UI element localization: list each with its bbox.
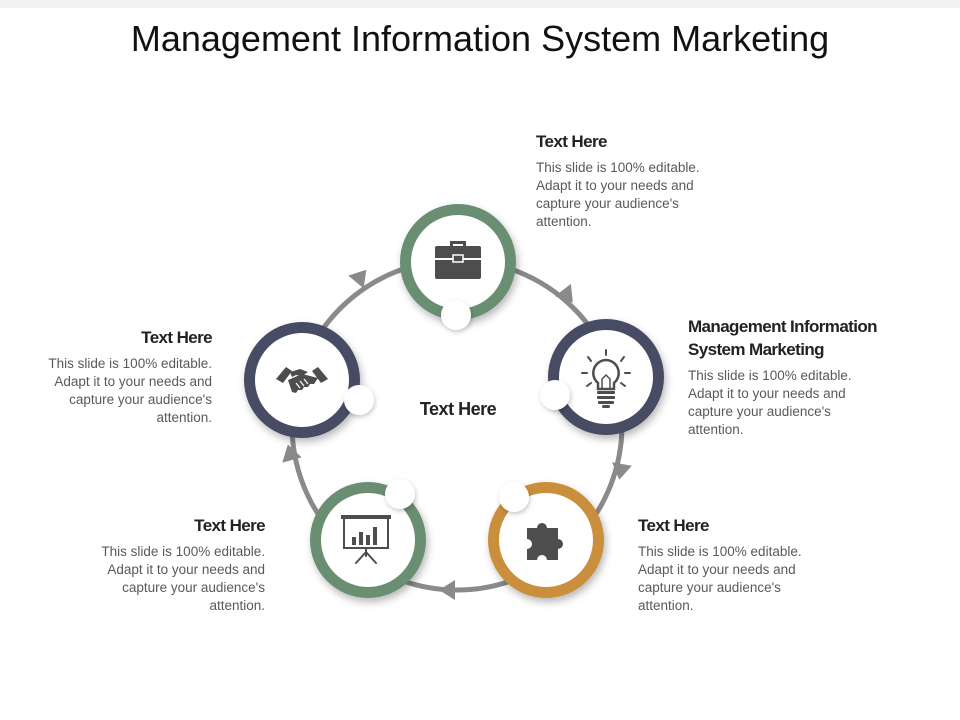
text-block-bottom-right: Text Here This slide is 100% editable. A… (638, 514, 808, 615)
text-block-left: Text Here This slide is 100% editable. A… (42, 326, 212, 427)
handshake-icon (276, 367, 328, 393)
arrow-top-left (348, 269, 367, 289)
cycle-arrows (282, 269, 632, 600)
node-heading: Management Information System Marketing (688, 317, 878, 359)
page-title: Management Information System Marketing (130, 18, 830, 59)
node-heading: Text Here (638, 516, 709, 535)
top-bar (0, 0, 960, 8)
lightbulb-icon (581, 349, 631, 408)
node-heading: Text Here (536, 132, 607, 151)
node-left (244, 322, 374, 438)
puzzle-icon (527, 523, 563, 560)
node-top (400, 204, 516, 330)
node-right (540, 319, 664, 435)
center-label: Text Here (419, 399, 497, 419)
text-block-bottom-left: Text Here This slide is 100% editable. A… (95, 514, 265, 615)
node-description: This slide is 100% editable. Adapt it to… (638, 544, 802, 613)
arrow-right (612, 462, 632, 480)
node-description: This slide is 100% editable. Adapt it to… (688, 368, 852, 437)
node-bottom-left (310, 479, 426, 598)
node-description: This slide is 100% editable. Adapt it to… (101, 544, 265, 613)
presentation-chart-icon (341, 515, 391, 564)
text-block-top: Text Here This slide is 100% editable. A… (536, 130, 711, 231)
briefcase-icon (435, 241, 481, 279)
node-description: This slide is 100% editable. Adapt it to… (48, 356, 212, 425)
arrow-left (282, 444, 302, 463)
node-bottom-right (488, 482, 604, 598)
node-heading: Text Here (194, 516, 265, 535)
node-heading: Text Here (141, 328, 212, 347)
arrow-bottom (439, 580, 455, 600)
node-description: This slide is 100% editable. Adapt it to… (536, 160, 700, 229)
text-block-right: Management Information System Marketing … (688, 315, 928, 439)
arrow-top-right (555, 283, 573, 303)
